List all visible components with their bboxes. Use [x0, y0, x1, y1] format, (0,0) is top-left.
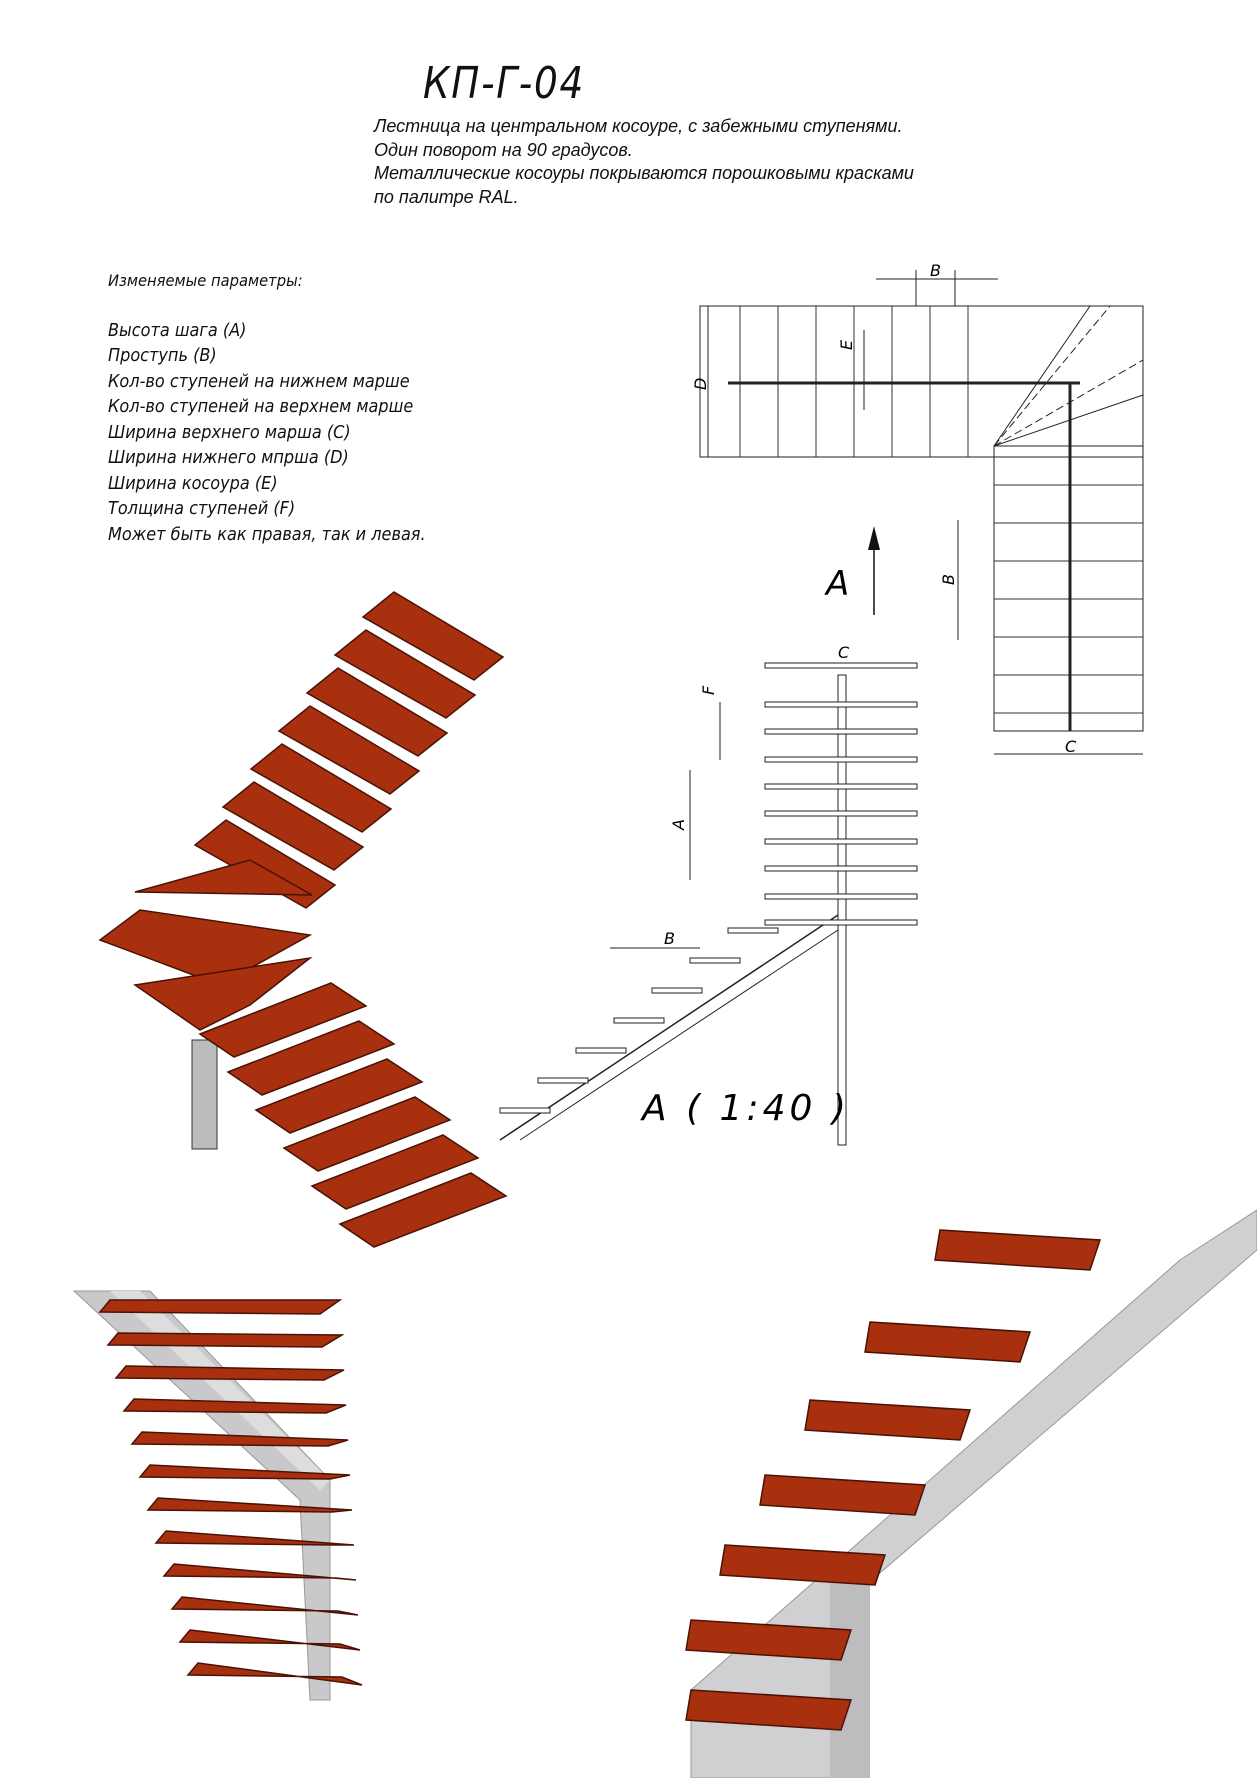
- tread-render: [138, 1464, 351, 1480]
- tread-side: [499, 1107, 551, 1114]
- parameter-item: Высота шага (A): [108, 320, 247, 341]
- side-view-caption: A ( 1:40 ): [640, 1088, 850, 1129]
- tread: [361, 591, 505, 681]
- parameter-item: Толщина ступеней (F): [108, 499, 296, 519]
- parameter-item: Может быть как правая, так и левая.: [108, 524, 426, 545]
- tread: [221, 781, 365, 871]
- description-line: Лестница на центральном косоуре, с забеж…: [374, 116, 903, 136]
- tread: [277, 705, 421, 795]
- dim-label-c: C: [1065, 737, 1077, 756]
- tread-side: [537, 1077, 589, 1084]
- tread-side: [575, 1047, 627, 1054]
- tread-side: [764, 919, 918, 926]
- plan-view: [699, 270, 1144, 755]
- dim-label-d: D: [691, 378, 710, 390]
- winder-line: [993, 394, 1144, 447]
- tread-render: [146, 1497, 353, 1513]
- parameter-item: Кол-во ступеней на верхнем марше: [108, 397, 414, 417]
- tread-render: [934, 1229, 1102, 1271]
- side-label-b: B: [664, 929, 675, 948]
- tread-render: [685, 1689, 853, 1731]
- tread: [333, 629, 477, 719]
- tread-render: [759, 1474, 927, 1516]
- tread: [226, 1020, 396, 1096]
- dim-label-e: E: [837, 339, 856, 350]
- tread-render: [162, 1563, 357, 1581]
- parameter-item: Ширина нижнего мпрша (D): [108, 448, 349, 468]
- isometric-staircase: [98, 591, 508, 1248]
- tread: [249, 743, 393, 833]
- tread-side: [764, 893, 918, 900]
- view-arrow-icon: [868, 526, 880, 615]
- document-title: КП-Г-04: [423, 58, 586, 109]
- description-line: Металлические косоуры покрываются порошк…: [374, 163, 914, 183]
- winder-tread: [133, 956, 313, 1031]
- tread-side: [689, 957, 741, 964]
- tread-render: [154, 1530, 355, 1546]
- tread-side: [764, 728, 918, 735]
- view-label-a: A: [824, 564, 849, 604]
- tread-side: [727, 927, 779, 934]
- parameters-header: Изменяемые параметры:: [108, 271, 303, 290]
- tread-render: [170, 1596, 359, 1616]
- tread-render: [186, 1662, 363, 1686]
- tread-render: [98, 1299, 343, 1315]
- stringer-side: [519, 929, 839, 1141]
- side-label-c: C: [838, 643, 850, 662]
- render-left: [72, 1290, 363, 1701]
- tread-side: [764, 838, 918, 845]
- tread: [193, 819, 337, 909]
- tread-side: [764, 662, 918, 669]
- stringer-side: [499, 914, 839, 1141]
- support-column: [837, 674, 847, 1146]
- winder-tread: [98, 909, 313, 986]
- tread: [254, 1058, 424, 1134]
- upper-flight-outline: [699, 305, 1144, 458]
- tread-render: [719, 1544, 887, 1586]
- tread: [198, 982, 368, 1058]
- winder-tread: [134, 859, 313, 896]
- tread-render: [114, 1365, 345, 1381]
- tread: [282, 1096, 452, 1172]
- tread-side: [764, 810, 918, 817]
- winder-line: [993, 305, 1111, 447]
- tread-side: [764, 783, 918, 790]
- winder-line: [993, 305, 1091, 447]
- side-view: [499, 662, 918, 1146]
- parameter-item: Проступь (B): [108, 346, 217, 366]
- description: Лестница на центральном косоуре, с забеж…: [374, 115, 914, 209]
- parameter-item: Ширина верхнего марша (C): [108, 422, 351, 443]
- tread-render: [178, 1629, 361, 1651]
- parameters-list: Изменяемые параметры: Высота шага (A) Пр…: [108, 268, 426, 548]
- tread: [305, 667, 449, 757]
- render-right: [685, 1209, 1257, 1778]
- tread-side: [764, 756, 918, 763]
- side-label-a: A: [669, 819, 688, 831]
- tread: [310, 1134, 480, 1210]
- parameter-item: Кол-во ступеней на нижнем марше: [108, 371, 410, 392]
- tread-render: [864, 1321, 1032, 1363]
- tread-render: [804, 1399, 972, 1441]
- winder-line: [993, 359, 1144, 447]
- tread-side: [651, 987, 703, 994]
- support-column: [191, 1039, 218, 1150]
- tread-render: [122, 1398, 347, 1414]
- tread-side: [613, 1017, 665, 1024]
- tread-render: [130, 1431, 349, 1447]
- side-label-f: F: [699, 685, 718, 695]
- tread-side: [764, 865, 918, 872]
- tread: [338, 1172, 508, 1248]
- description-line: по палитре RAL.: [374, 186, 519, 207]
- tread-side: [764, 701, 918, 708]
- parameter-item: Ширина косоура (E): [108, 473, 278, 494]
- dim-label-b-side: B: [939, 574, 958, 585]
- dim-label-b: B: [930, 261, 941, 280]
- tread-render: [685, 1619, 853, 1661]
- description-line: Один поворот на 90 градусов.: [374, 139, 633, 160]
- tread-render: [106, 1332, 345, 1348]
